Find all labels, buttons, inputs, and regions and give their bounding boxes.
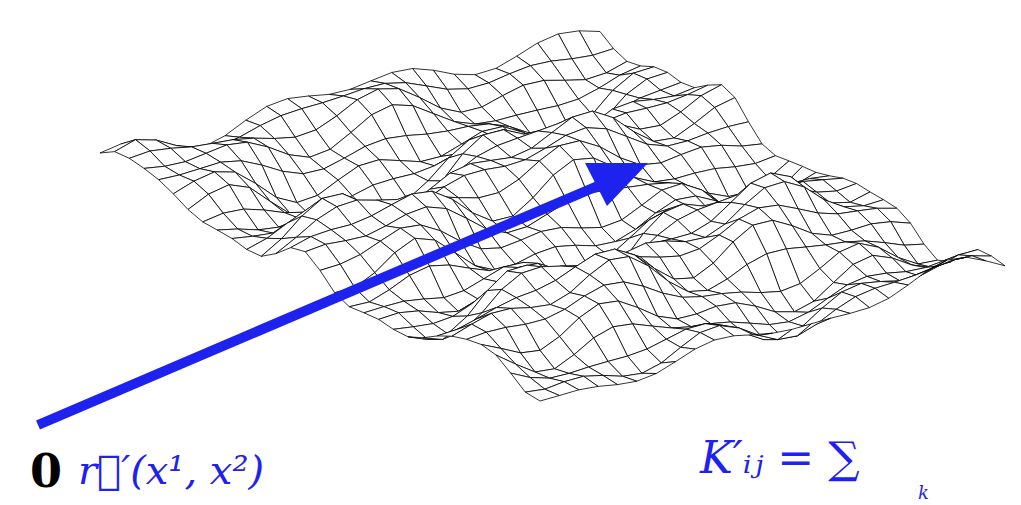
mesh-cell (933, 257, 966, 267)
mesh-cell (894, 271, 927, 286)
mesh-cell (926, 255, 959, 268)
mesh-cell (379, 313, 414, 330)
origin-label: 0 (30, 448, 62, 494)
mesh-cell (481, 345, 515, 365)
mesh-cell (203, 213, 238, 230)
mesh-cell (239, 126, 274, 139)
mesh-cell (129, 151, 164, 168)
mesh-cell (364, 83, 399, 89)
mesh-cell (511, 373, 545, 392)
mesh-cell (681, 333, 715, 350)
vector-shaft (38, 185, 600, 425)
vector-head (585, 163, 648, 206)
mesh-cell (914, 260, 947, 276)
mesh-cell (497, 298, 531, 309)
curvature-formula: K′ᵢⱼ = ∑ (700, 436, 860, 480)
mesh-cell (642, 362, 676, 374)
mesh-cell (745, 188, 779, 208)
summation-index: k (918, 484, 929, 502)
position-vector-label: r⃗′(x¹, x²) (78, 450, 264, 490)
mesh-cell (920, 260, 953, 276)
mesh-cell (661, 347, 695, 363)
mesh-cell (525, 389, 559, 401)
